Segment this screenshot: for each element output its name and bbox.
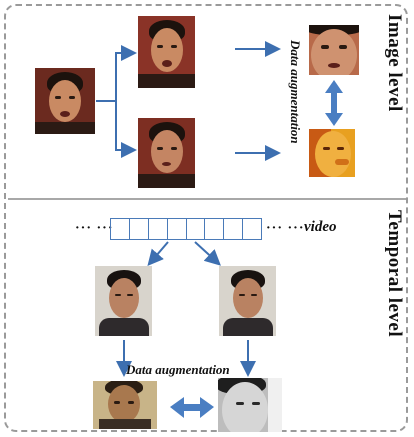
top-branch-face-image [138,16,195,88]
video-label: video [304,219,337,235]
branch-arrow-bottom [115,101,137,158]
cropped-face-image [309,25,359,75]
data-augmentation-label-bottom: Data augmentation [126,362,230,377]
ellipsis-right: ··· ··· [266,221,305,236]
diagram-frame [4,4,408,432]
video-strip-cell [130,219,149,239]
bottom-branch-face-image [138,118,195,188]
video-frame-left-image [95,266,152,336]
video-frame-right-image [219,266,276,336]
augmented-color-frame-image [93,381,157,429]
double-arrow-vertical [325,80,343,126]
video-strip-cell [224,219,244,239]
video-strip-cell [149,219,168,239]
temporal-level-label: Temporal level [384,210,405,338]
arrow-strip-right [194,241,221,266]
video-strip-cell [205,219,225,239]
video-strip-cell [111,219,130,239]
arrow-strip-left [147,241,169,267]
video-strip-cell [243,219,261,239]
video-strip-cell [168,219,187,239]
video-frame-strip [110,218,262,240]
video-strip-cell [187,219,206,239]
section-divider [8,198,406,200]
color-jittered-face-image [309,129,355,177]
image-level-label: Image level [384,14,405,112]
augmented-grayscale-frame-image [218,378,282,432]
source-face-image [35,68,95,134]
branch-arrow-top [96,45,137,102]
double-arrow-horizontal [170,397,214,418]
data-augmentation-label-top: Data augmentation [288,40,303,144]
ellipsis-left: ··· ··· [75,221,114,236]
